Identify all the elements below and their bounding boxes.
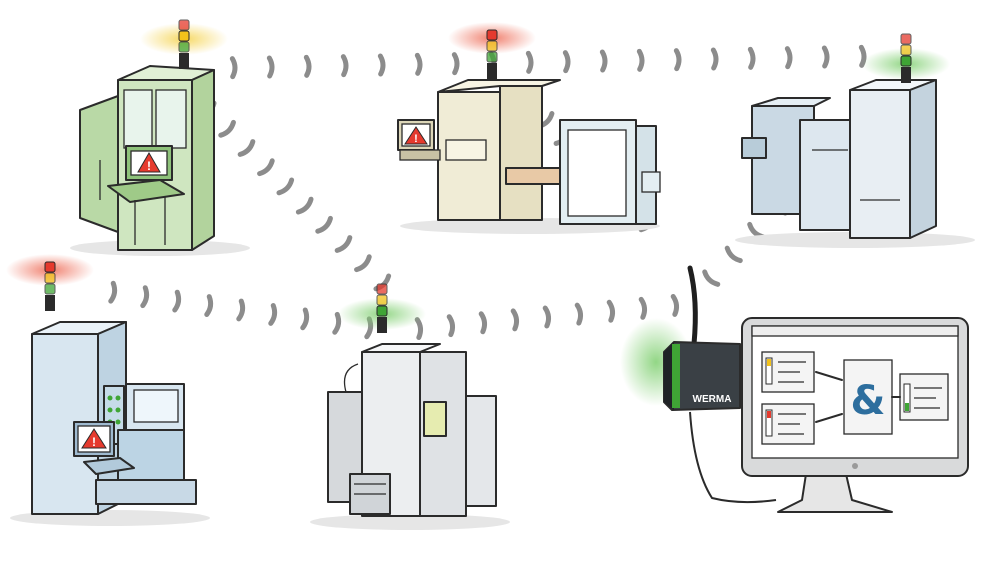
wave-arc — [599, 49, 608, 73]
wave-arc — [354, 254, 372, 273]
warning-icon: ! — [404, 126, 428, 145]
wave-arc — [315, 215, 333, 234]
wave-arc — [710, 47, 719, 71]
svg-text:!: ! — [92, 435, 96, 449]
signal-towers — [6, 19, 950, 333]
wave-arc — [266, 55, 275, 79]
wave-arc — [218, 119, 236, 138]
red-lamp — [900, 33, 912, 45]
svg-text:!: ! — [147, 159, 151, 173]
wave-arc — [747, 46, 756, 70]
red-lamp — [44, 261, 56, 273]
machine-4-signal-tower — [6, 254, 94, 311]
gateway — [620, 265, 777, 504]
wave-arc — [574, 302, 584, 326]
red-lamp — [486, 29, 498, 41]
tower-base — [45, 295, 55, 311]
wave-arc — [510, 308, 520, 332]
wave-arc — [257, 158, 275, 177]
wave-arc — [747, 221, 766, 240]
red-lamp — [376, 283, 388, 295]
machine-3 — [735, 79, 975, 248]
wave-arc — [673, 48, 682, 72]
combine-symbol: & — [851, 378, 886, 424]
machine-5-signal-tower — [338, 283, 426, 333]
wave-arc — [204, 294, 214, 317]
tower-base — [487, 63, 497, 79]
green-lamp — [486, 51, 498, 63]
wave-arc — [140, 285, 150, 309]
gateway-brand-label: WERMA — [693, 394, 732, 405]
wave-arc — [478, 311, 488, 335]
wave-arc — [229, 56, 238, 80]
yellow-lamp — [44, 272, 56, 284]
wave-arc — [236, 298, 246, 322]
monitor — [741, 317, 969, 513]
wave-arc — [636, 48, 645, 72]
machine-3-signal-tower — [862, 33, 950, 83]
machine-5 — [310, 343, 510, 530]
machine-2-signal-tower — [448, 22, 536, 79]
machine-2 — [397, 79, 661, 234]
wave-arc — [237, 139, 256, 157]
wave-arc — [108, 280, 118, 304]
wave-arc — [821, 45, 830, 69]
wave-arc — [334, 235, 353, 253]
tower-base — [901, 67, 911, 83]
wave-arc — [300, 307, 310, 331]
wave-arc — [724, 245, 743, 264]
svg-text:!: ! — [414, 133, 418, 145]
green-lamp — [44, 283, 56, 295]
wave-arc — [670, 293, 680, 317]
yellow-lamp — [178, 30, 190, 42]
wave-arc — [295, 196, 314, 215]
wave-arc — [172, 289, 182, 313]
wave-arc — [340, 54, 349, 78]
green-lamp — [178, 41, 190, 53]
wave-arc — [451, 52, 460, 76]
yellow-lamp — [486, 40, 498, 52]
machine-1-signal-tower — [140, 19, 228, 69]
wave-arc — [303, 54, 312, 78]
wave-arc — [784, 46, 793, 70]
wave-arc — [414, 52, 423, 76]
wave-arc — [268, 303, 278, 326]
wave-arc — [332, 311, 342, 335]
wave-arc — [562, 50, 571, 74]
green-lamp — [376, 305, 388, 317]
tower-base — [377, 317, 387, 333]
yellow-lamp — [900, 44, 912, 56]
wave-arc — [525, 50, 534, 74]
wave-arc — [276, 177, 295, 196]
red-lamp — [178, 19, 190, 31]
green-lamp — [900, 55, 912, 67]
warning-icon: ! — [137, 152, 161, 173]
wave-arc — [446, 314, 456, 338]
machine-4 — [10, 321, 210, 526]
wave-arc — [702, 269, 721, 287]
wave-arc — [542, 305, 552, 329]
warning-icon: ! — [81, 428, 107, 449]
wave-arc — [638, 296, 648, 320]
machine-1 — [70, 65, 250, 256]
tower-base — [179, 53, 189, 69]
yellow-lamp — [376, 294, 388, 306]
wave-arc — [377, 53, 386, 77]
wave-arc — [606, 299, 616, 323]
